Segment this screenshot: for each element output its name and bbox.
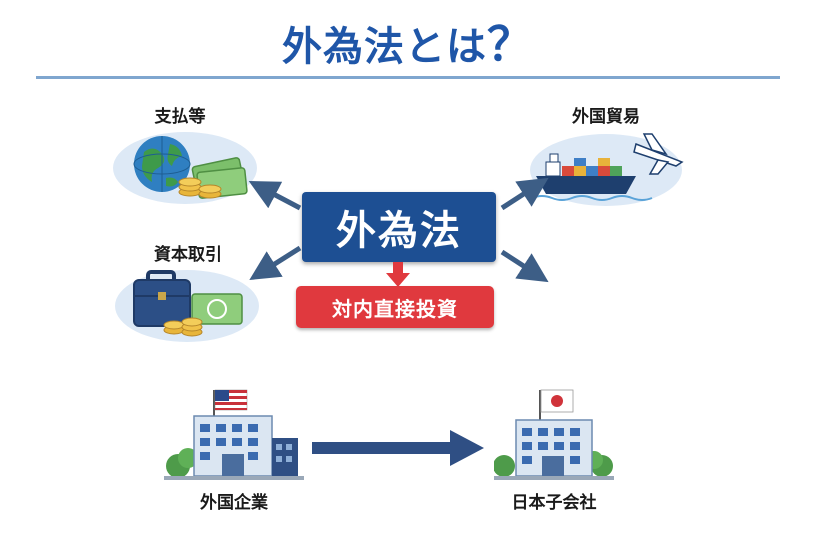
label-capital-transactions: 資本取引	[154, 245, 222, 265]
label-foreign-trade: 外国貿易	[572, 107, 640, 127]
title-divider	[36, 76, 780, 79]
japanese-subsidiary-building-icon	[494, 389, 614, 480]
arrow-to-payments	[248, 181, 302, 211]
label-payments: 支払等	[154, 107, 206, 127]
page-title: 外為法とは？	[0, 8, 816, 74]
arrow-to-right-lower	[500, 249, 549, 283]
label-foreign-company: 外国企業	[200, 493, 268, 513]
center-box-gaitameho: 外為法	[302, 192, 496, 262]
down-arrow-icon	[386, 262, 410, 287]
connector-arrows	[248, 177, 549, 283]
investment-flow-arrow	[312, 430, 484, 466]
globe-money-icon	[113, 132, 257, 204]
briefcase-money-icon	[115, 270, 259, 342]
arrow-to-foreign-trade	[500, 177, 549, 211]
foreign-company-building-icon	[164, 389, 304, 480]
inward-direct-investment-box: 対内直接投資	[296, 286, 494, 328]
ship-plane-icon	[530, 133, 684, 206]
title-text: 外為法とは	[282, 24, 487, 70]
arrow-to-capital	[249, 245, 302, 281]
label-japanese-subsidiary: 日本子会社	[511, 493, 597, 513]
question-mark: ？	[487, 17, 534, 71]
